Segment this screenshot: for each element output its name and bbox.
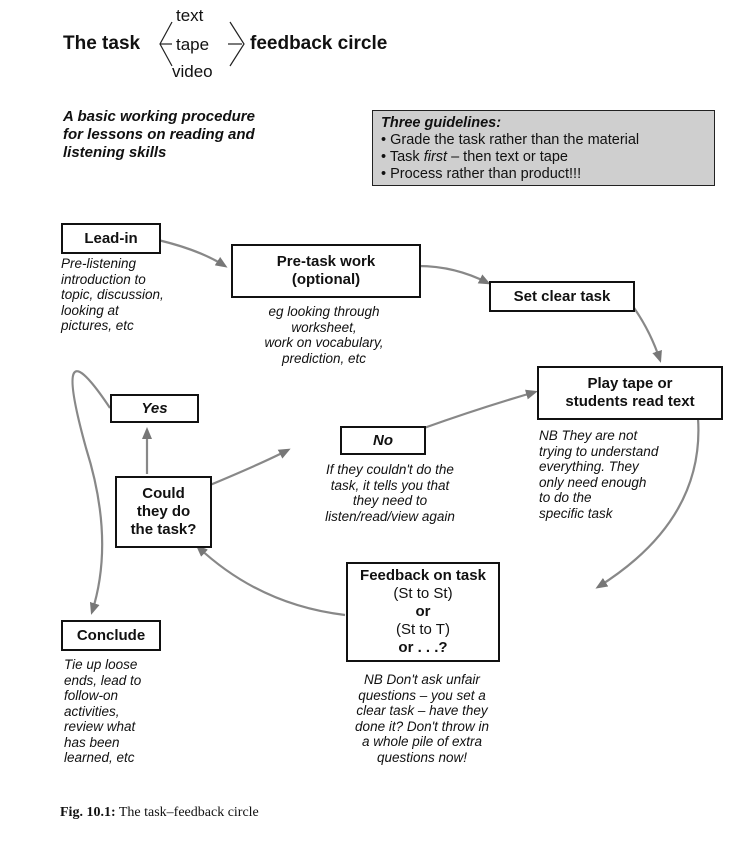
subtitle-line: listening skills xyxy=(63,144,167,161)
arrow-play-feedback xyxy=(595,417,700,589)
subtitle-line: A basic working procedure xyxy=(63,108,255,125)
conclude-box: Conclude xyxy=(61,620,161,651)
subtitle-line: for lessons on reading and xyxy=(63,126,255,143)
set-task-box: Set clear task xyxy=(489,281,635,312)
option-video: video xyxy=(172,62,213,81)
figure-caption: Fig. 10.1: The task–feedback circle xyxy=(60,805,259,820)
guideline-item: • Task first – then text or tape xyxy=(381,149,568,165)
title-right: feedback circle xyxy=(250,33,388,54)
arrow-settask-play xyxy=(631,304,662,363)
no-box: No xyxy=(340,426,426,455)
title-left: The task xyxy=(63,33,141,54)
arrow-yes-conclude xyxy=(71,370,111,615)
yes-box: Yes xyxy=(110,394,199,423)
guidelines-box: Three guidelines: • Grade the task rathe… xyxy=(372,110,715,186)
feedback-box: Feedback on task (St to St) or (St to T)… xyxy=(346,562,500,662)
brace-right xyxy=(229,21,245,67)
arrow-pretask-settask xyxy=(417,264,491,285)
subtitle: A basic working procedure for lessons on… xyxy=(63,108,255,162)
arrow-feedback-could xyxy=(195,544,346,617)
guideline-item: • Process rather than product!!! xyxy=(381,166,582,182)
arrow-leadin-pretask xyxy=(157,238,228,268)
guideline-item: • Grade the task rather than the materia… xyxy=(381,132,640,148)
lead-in-box: Lead-in xyxy=(61,223,161,254)
option-tape: tape xyxy=(176,35,210,54)
pre-task-box: Pre-task work(optional) xyxy=(231,244,421,298)
arrow-could-no xyxy=(209,448,291,487)
guidelines-heading: Three guidelines: xyxy=(381,115,502,131)
option-text: text xyxy=(176,6,204,25)
arrow-no-play xyxy=(423,389,538,430)
